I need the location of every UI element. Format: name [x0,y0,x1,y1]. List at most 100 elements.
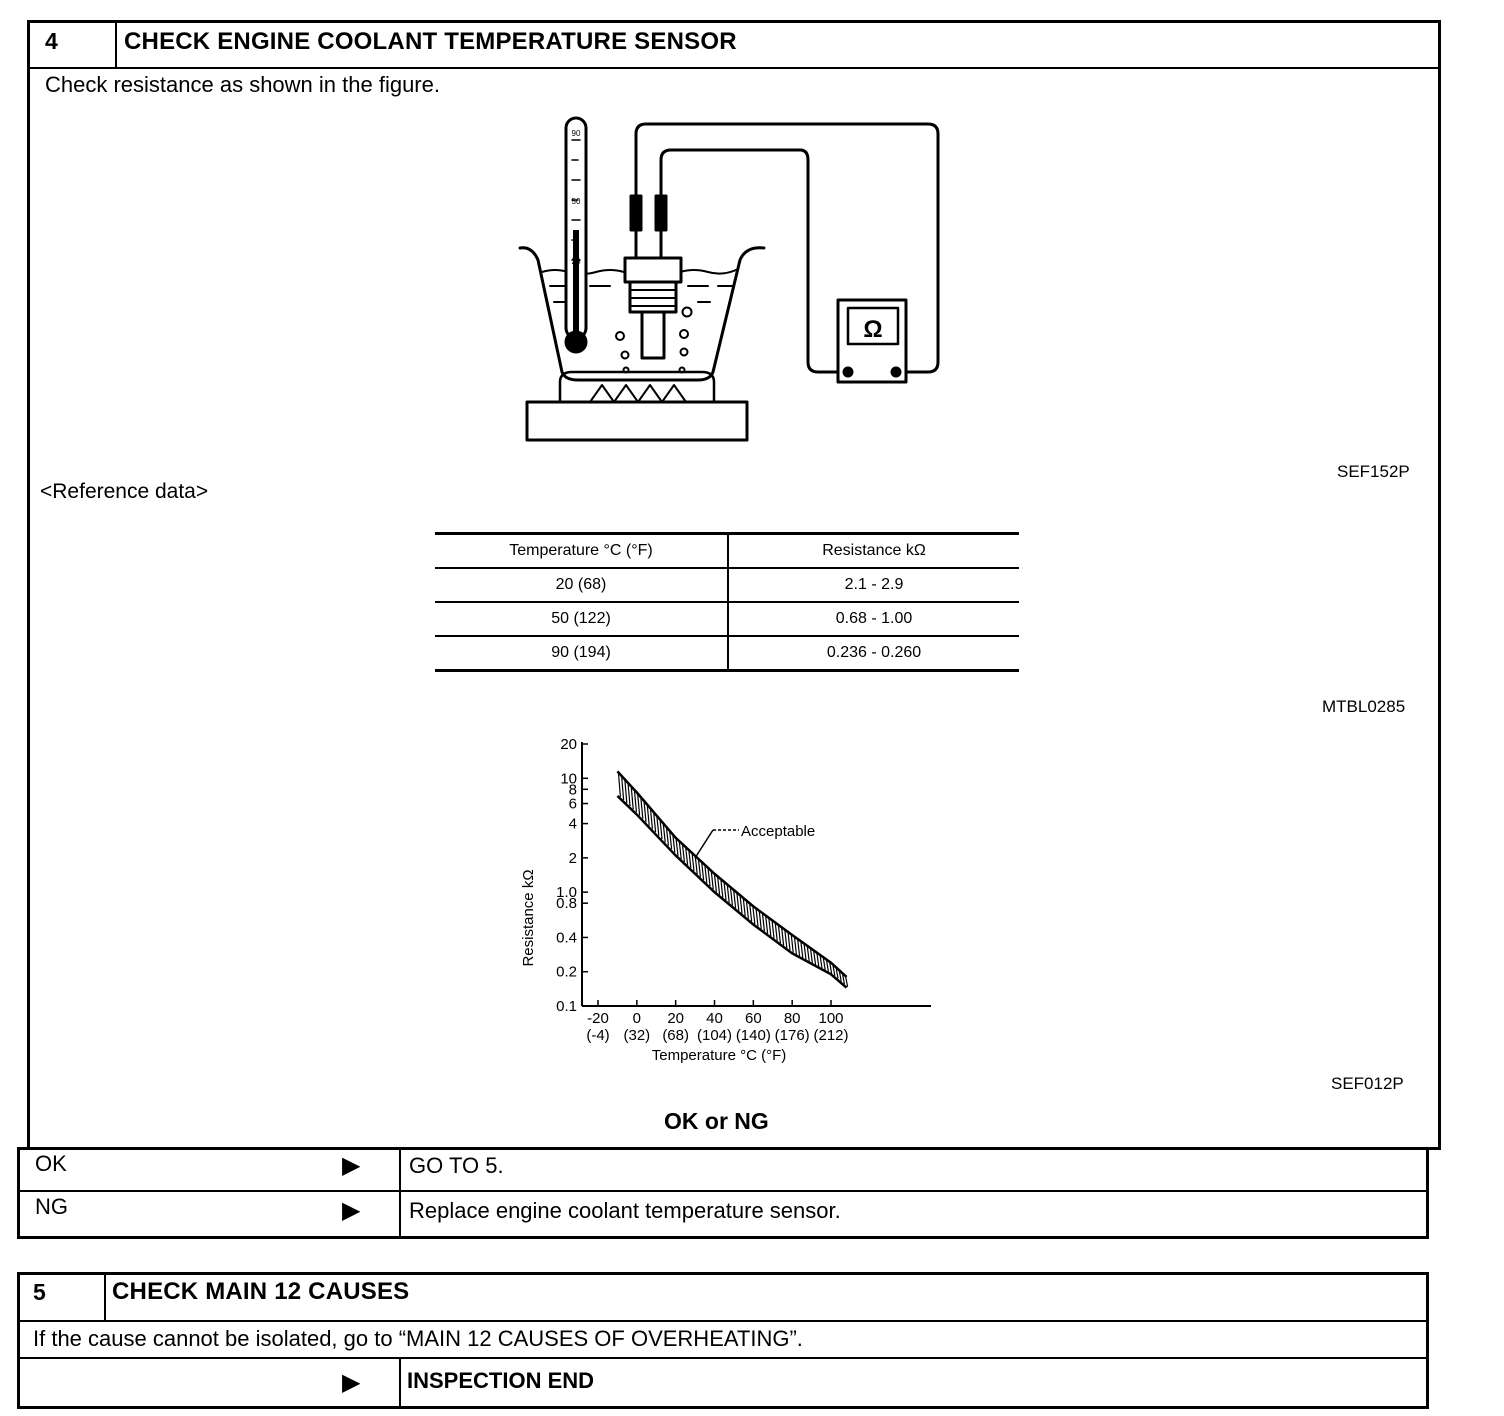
therm-tick-20: 20 [572,257,581,266]
step5-number: 5 [33,1279,46,1305]
chart-band-hatch [800,941,804,959]
chart-band-hatch [787,931,791,951]
step4-instruction: Check resistance as shown in the figure. [45,72,440,97]
chart-y-tick-label: 0.1 [556,998,577,1015]
table-cell-resistance: 2.1 - 2.9 [728,568,1019,603]
chart-band-hatch [768,917,772,937]
chart-band-hatch [739,895,743,914]
chart-x-tick-label: 100 [818,1010,843,1027]
chart-x-tick-sublabel: (104) [697,1027,732,1044]
chart-band-hatch [755,908,759,927]
chart-band-hatch [685,846,689,865]
chart-band-hatch [819,954,823,969]
table-header-resistance: Resistance kΩ [728,532,1019,569]
chart-band-hatch [745,900,750,919]
chart-y-tick-label: 20 [560,736,577,753]
table-cell-temp: 90 (194) [435,636,729,672]
step5-arrow-icon: ▶ [342,1369,361,1396]
probe-wire-outer [634,122,940,374]
step5-instruction-divider [19,1357,1427,1359]
chart-band-hatch [813,950,817,965]
result-ok-label: OK [35,1151,67,1176]
chart-band-hatch [825,959,830,972]
chart-band-hatch [793,936,798,955]
table-code: MTBL0285 [1322,697,1406,716]
chart-band-hatch [675,838,679,856]
step5-action: INSPECTION END [407,1368,595,1393]
chart-band-hatch [627,782,631,807]
chart-band-hatch [637,793,641,816]
chart-band-hatch [710,870,714,890]
chart-band-hatch [761,913,766,932]
chart-band-hatch [701,861,705,881]
chart-band-hatch [729,887,734,906]
chart-x-tick-sublabel: (212) [813,1027,848,1044]
chart-band-hatch [617,772,622,797]
chart-band-hatch [749,903,753,922]
step4-number-divider [115,22,117,68]
chart-xlabel: Temperature °C (°F) [652,1047,787,1064]
chart-x-tick-sublabel: (32) [623,1027,650,1044]
chart-x-tick-label: 60 [745,1010,762,1027]
chart-y-tick-label: 4 [569,816,577,833]
chart-band-hatch [758,910,762,929]
chart-band-hatch [723,881,727,901]
table-header-row: Temperature °C (°F) Resistance kΩ [435,532,1019,569]
chart-band-hatch [704,864,708,884]
coolant-sensor [623,256,683,284]
chart-band-hatch [630,786,634,810]
chart-band-hatch [678,841,682,859]
chart-y-tick-label: 0.2 [556,964,577,981]
results-col-divider [399,1149,401,1237]
result-ng-action: Replace engine coolant temperature senso… [409,1198,841,1223]
figure2-code: SEF012P [1331,1074,1404,1093]
step5-action-divider [399,1358,401,1407]
chart-series-upper [616,770,848,978]
reference-table: Temperature °C (°F) Resistance kΩ 20 (68… [435,532,1019,672]
step5-number-divider [104,1274,106,1321]
table-header-temperature: Temperature °C (°F) [435,532,729,569]
chart-band-hatch [694,855,698,874]
chart-y-tick-label: 8 [569,781,577,798]
step4-title: CHECK ENGINE COOLANT TEMPERATURE SENSOR [124,28,737,55]
chart-band-hatch [621,775,625,800]
chart-band-hatch [733,889,737,909]
chart-band-hatch [803,943,807,960]
chart-band-hatch [809,947,814,964]
table-cell-resistance: 0.68 - 1.00 [728,602,1019,637]
chart-band-hatch [665,826,670,846]
chart-y-tick-label: 0.4 [556,929,577,946]
chart-x-tick-label: 80 [784,1010,801,1027]
chart-band-hatch [771,920,775,939]
chart-band-hatch [656,815,660,836]
chart-band-hatch [697,858,702,878]
result-ok-arrow-icon: ▶ [342,1152,361,1179]
chart-band-hatch [691,852,695,871]
therm-tick-90: 90 [572,129,581,138]
chart-y-tick-label: 0.8 [556,895,577,912]
result-ok-action: GO TO 5. [409,1153,504,1178]
chart-x-tick-sublabel: (68) [662,1027,689,1044]
table-row: 20 (68) 2.1 - 2.9 [435,568,1019,603]
step5-instruction: If the cause cannot be isolated, go to “… [33,1326,803,1351]
table-cell-temp: 20 (68) [435,568,729,603]
chart-band-hatch [726,884,730,903]
chart-band-hatch [742,897,746,917]
chart-y-tick-label: 6 [569,796,577,813]
chart-y-tick-label: 1.0 [556,884,577,901]
resistance-temperature-chart: 201086421.00.80.40.20.1-20(-4)0(32)20(68… [520,736,931,1064]
chart-band-hatch [829,961,833,974]
chart-band-hatch [736,892,740,911]
chart-band-hatch [688,849,692,868]
burner-flame-icon [589,384,687,403]
chart-band-hatch [784,929,788,948]
ohm-symbol-icon: Ω [863,316,882,343]
results-row-divider [19,1190,1427,1192]
chart-y-tick-label: 2 [569,850,577,867]
chart-band-hatch [806,945,810,962]
table-row: 90 (194) 0.236 - 0.260 [435,636,1019,672]
probe-wire-inner [659,148,850,374]
step5-header-divider [19,1320,1427,1322]
chart-band-hatch [774,922,778,941]
chart-band-hatch [662,823,666,843]
